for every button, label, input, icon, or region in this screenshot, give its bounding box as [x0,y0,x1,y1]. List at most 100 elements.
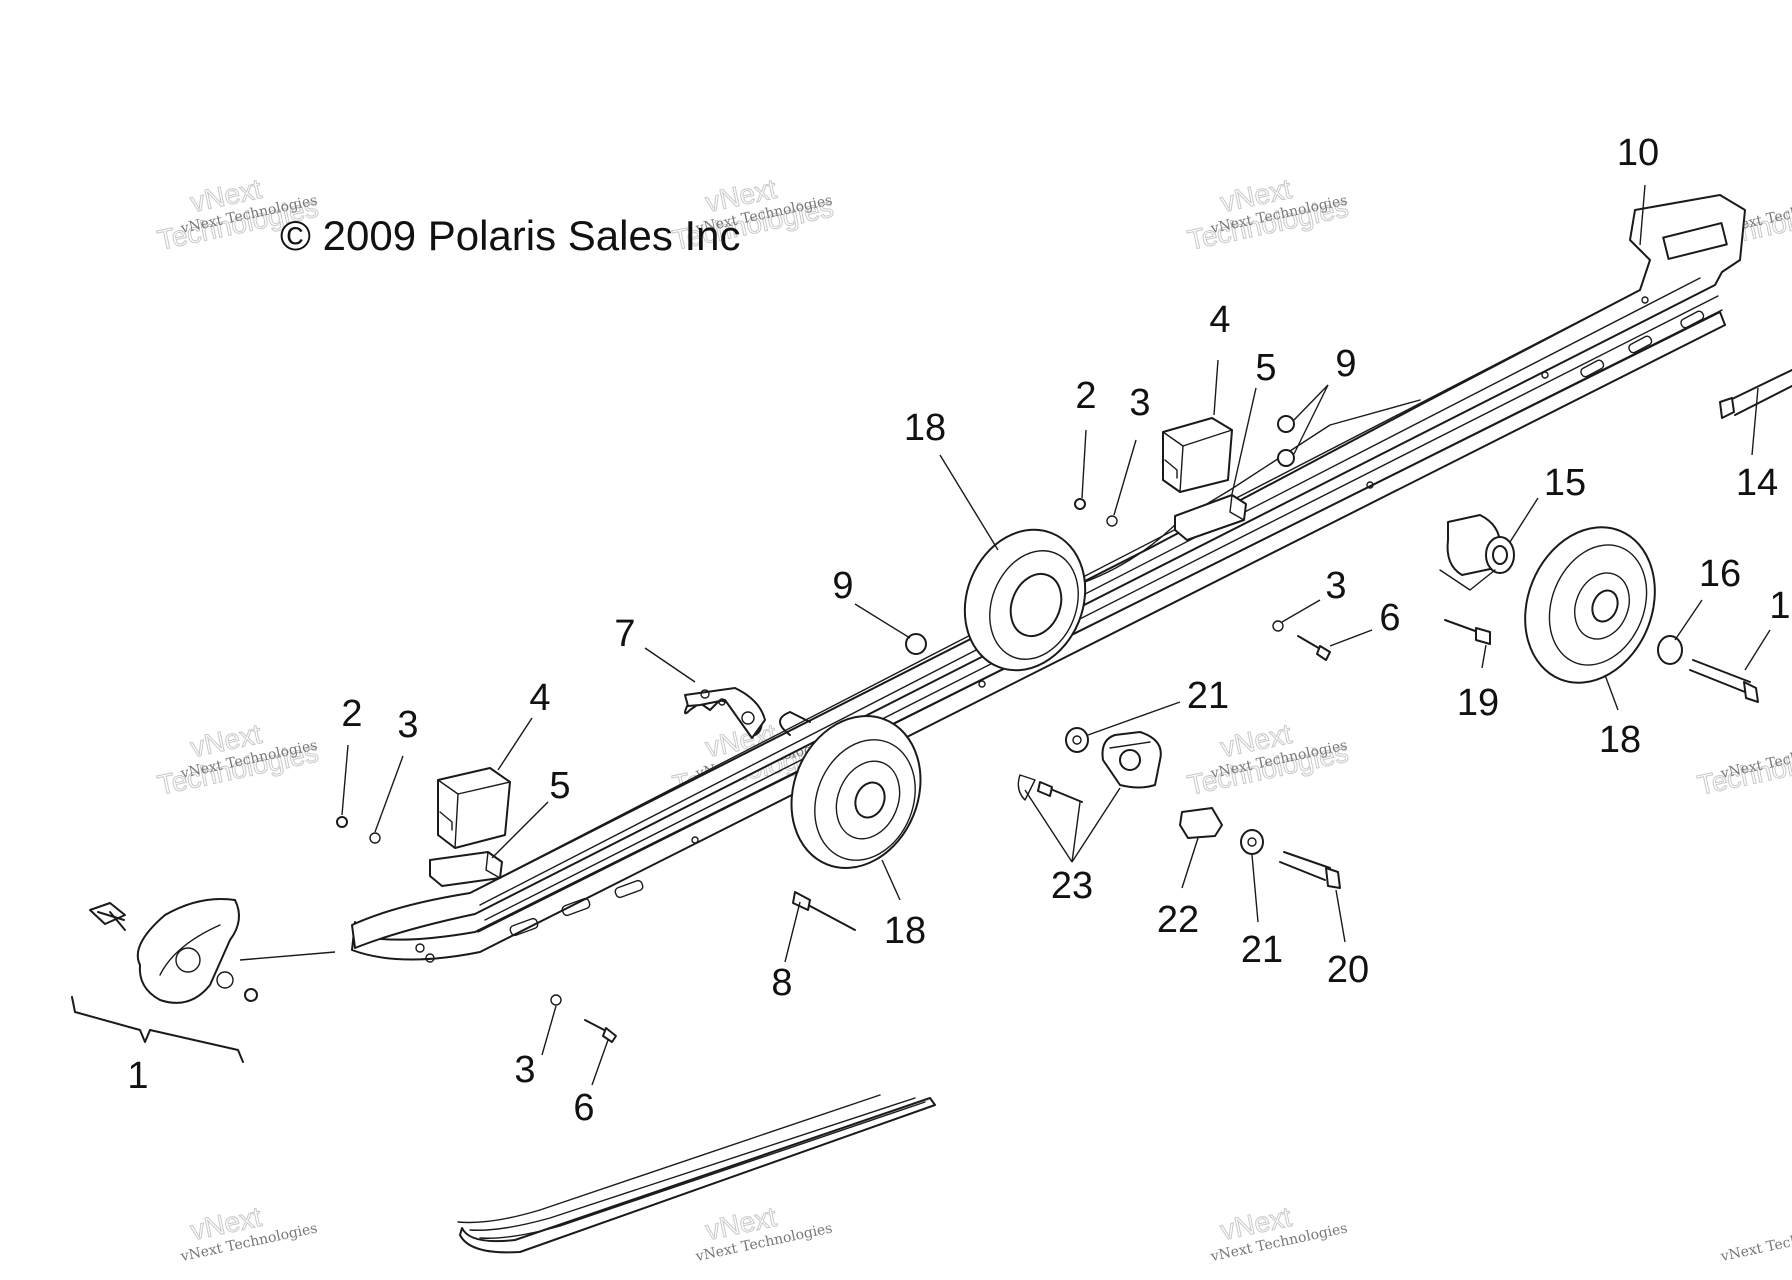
washer [1272,620,1284,632]
callout-17: 1 [1744,585,1791,671]
idler-wheel-front [779,711,922,869]
shock-eye-mount [1439,514,1515,591]
front-rail-cap [89,898,336,1004]
washer [1657,635,1683,665]
wear-pad-left [429,851,503,887]
svg-text:10: 10 [1617,132,1659,174]
washer-hole [1072,735,1082,745]
washer [1106,515,1118,527]
callout-18-rear: 18 [1599,674,1641,761]
bolt-short [1444,619,1491,645]
washer [369,832,381,844]
washer [1065,727,1089,753]
callout-21-lower: 21 [1241,854,1283,971]
assembly-bracket [71,996,244,1063]
mount-bracket [684,687,766,739]
nut [1277,415,1295,433]
copyright-text: © 2009 Polaris Sales Inc [280,212,741,259]
svg-text:9: 9 [1335,343,1356,385]
svg-text:5: 5 [1255,347,1276,389]
callout-15: 15 [1509,462,1586,543]
svg-text:1: 1 [127,1055,148,1097]
callout-3-mid: 3 [1281,565,1347,623]
watermark: Technologies vNext Technologies [1694,736,1792,801]
callout-16: 16 [1674,553,1741,641]
callout-18-middle: 18 [904,407,999,551]
svg-text:21: 21 [1241,929,1283,971]
svg-text:14: 14 [1736,462,1778,504]
screw-upper [1297,635,1331,661]
svg-text:19: 19 [1457,682,1499,724]
svg-text:16: 16 [1699,553,1741,595]
callout-5-right: 5 [1231,347,1277,495]
spacer-tube [1179,807,1223,839]
washer-hole [1247,837,1257,847]
svg-text:vNext Technologies: vNext Technologies [1718,1220,1792,1265]
pin [792,891,856,931]
callout-20: 20 [1327,889,1369,991]
svg-text:1: 1 [1769,585,1790,627]
nut [1074,498,1086,510]
axle-bolt [1719,369,1792,419]
callout-5-left: 5 [491,765,571,859]
watermark: vNext Technologies vNext [693,1200,833,1265]
nut [905,633,927,655]
wear-block-left [437,767,511,849]
callout-10: 10 [1617,132,1659,246]
svg-text:22: 22 [1157,899,1199,941]
nut [1277,449,1295,467]
svg-text:9: 9 [832,565,853,607]
svg-text:23: 23 [1051,865,1093,907]
svg-text:3: 3 [1325,565,1346,607]
svg-text:6: 6 [573,1087,594,1129]
screw-lower [584,1019,617,1043]
svg-text:18: 18 [904,407,946,449]
callout-2-left: 2 [341,693,363,816]
svg-text:18: 18 [884,910,926,952]
callout-19: 19 [1457,644,1499,724]
bolt-rear [1689,659,1759,703]
rail-slide [457,1094,936,1254]
nut [336,816,348,828]
callout-6-lower: 6 [573,1039,609,1129]
svg-text:21: 21 [1187,675,1229,717]
svg-text:4: 4 [1209,299,1230,341]
callout-3-right: 3 [1113,382,1151,516]
idler-wheel-rear [1524,526,1656,684]
watermark: vNext Technologies [1718,1220,1792,1265]
svg-text:4: 4 [529,677,550,719]
callout-23: 23 [1024,787,1121,907]
idler-wheel-middle [963,528,1087,672]
callout-3-left: 3 [374,704,419,833]
callout-8: 8 [771,901,801,1004]
watermark-layer: Technologies vNext Technologies vNext Te… [154,172,1792,1265]
watermark: Technologies vNext Technologies vNext [1184,717,1351,801]
cam-pins [1017,774,1083,803]
callout-9-left: 9 [832,565,911,639]
wear-pad-right [1174,494,1247,541]
callout-18-front: 18 [881,859,926,952]
svg-text:3: 3 [397,704,418,746]
svg-text:5: 5 [549,765,570,807]
callout-9-right: 9 [1293,343,1357,455]
watermark: vNext Technologies vNext [1208,1200,1348,1265]
callout-14: 14 [1736,387,1778,504]
watermark: Technologies vNext Technologies vNext [154,717,321,801]
svg-text:18: 18 [1599,719,1641,761]
callout-2-right: 2 [1075,375,1097,499]
watermark: Technologies vNext Technologies vNext [669,172,836,256]
svg-text:15: 15 [1544,462,1586,504]
callout-21-upper: 21 [1087,675,1229,736]
svg-text:8: 8 [771,962,792,1004]
spring-cam [1101,731,1162,789]
bolt-long [1279,851,1341,889]
wear-block-right [1162,417,1233,493]
callout-22: 22 [1157,837,1199,941]
callout-1: 1 [127,1055,148,1097]
callout-7: 7 [614,613,696,683]
callout-6-right: 6 [1329,597,1401,647]
callout-4-left: 4 [497,677,551,771]
svg-text:7: 7 [614,613,635,655]
